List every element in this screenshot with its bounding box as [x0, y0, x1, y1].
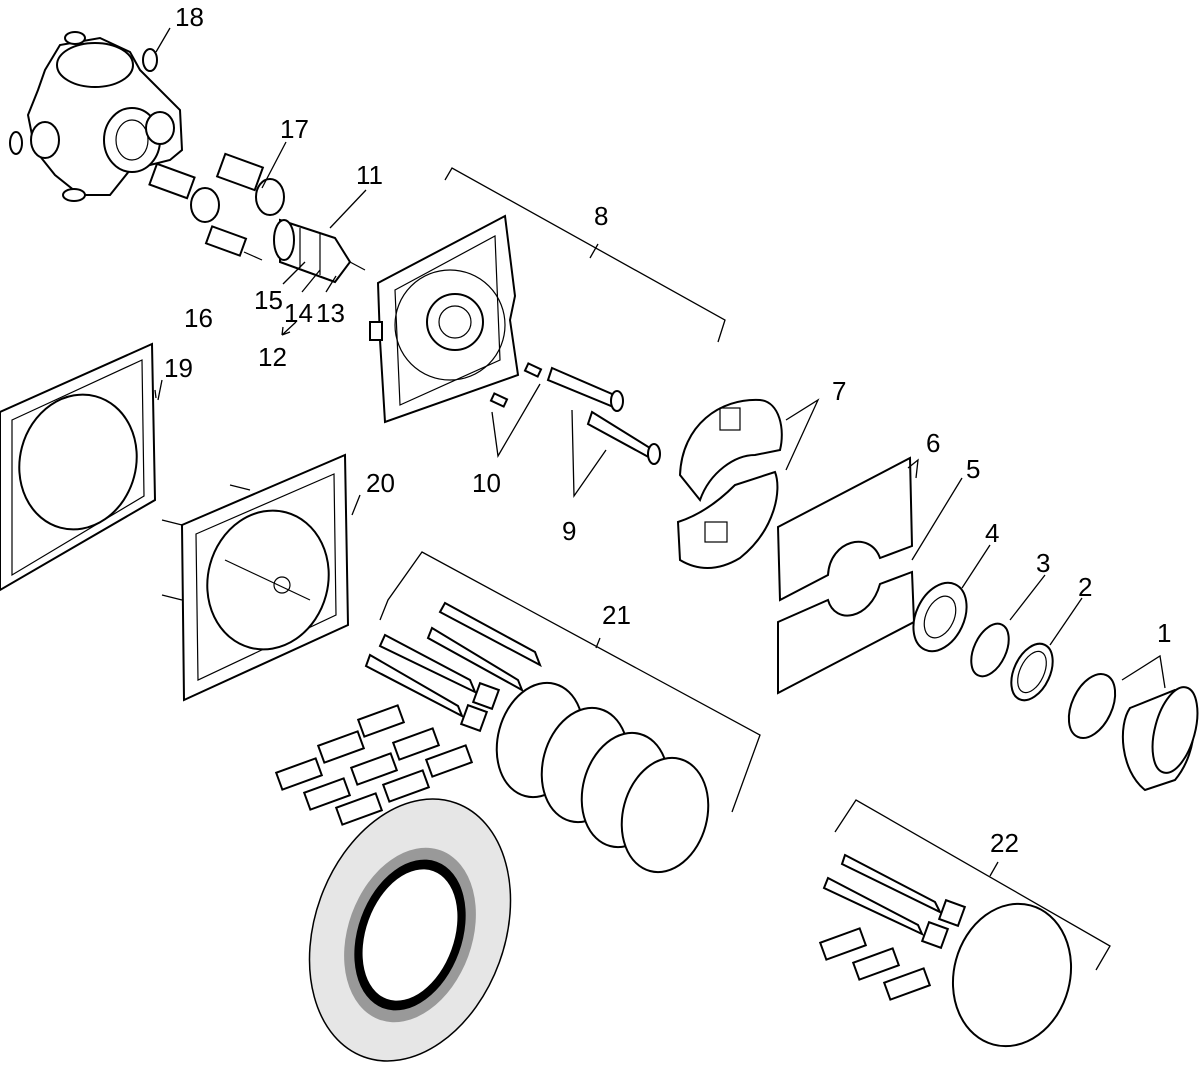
part-2-clip-ring: [1010, 642, 1054, 702]
leader-lines: [154, 27, 1166, 971]
part-1-handle-knob: [1067, 673, 1199, 792]
label-22: 22: [990, 828, 1019, 858]
part-9-bolts: [546, 366, 661, 465]
part-4-rosette-ring: [912, 581, 968, 653]
label-3: 3: [1036, 548, 1051, 578]
gasket-seal: [308, 798, 512, 1062]
label-6: 6: [926, 428, 941, 458]
part-18-valve-body: [9, 31, 184, 202]
label-14: 14: [284, 298, 313, 328]
label-11: 11: [356, 160, 383, 190]
part-16-small-cartridge: [204, 225, 263, 261]
part-21-clips: [274, 704, 474, 826]
part-11-thermostat-cartridge: [273, 218, 366, 284]
label-4: 4: [985, 518, 1000, 548]
label-2: 2: [1078, 572, 1093, 602]
label-1: 1: [1157, 618, 1172, 648]
part-10-screws: [489, 362, 543, 408]
label-12: 12: [258, 342, 287, 372]
label-18: 18: [175, 2, 204, 32]
part-3-o-ring: [970, 622, 1010, 678]
label-17: 17: [280, 114, 309, 144]
label-8: 8: [594, 201, 609, 231]
part-19-square-frame: [0, 342, 157, 592]
label-15: 15: [254, 285, 283, 315]
label-21: 21: [602, 600, 631, 630]
part-17-cartridges: [148, 152, 285, 223]
label-13: 13: [316, 298, 345, 328]
label-9: 9: [562, 516, 577, 546]
label-7: 7: [832, 376, 847, 406]
part-20-frame-with-pins: [161, 453, 350, 702]
part-8-mounting-plate: [369, 214, 520, 424]
label-10: 10: [472, 468, 501, 498]
label-5: 5: [966, 454, 981, 484]
part-7-half-shells: [676, 398, 783, 570]
part-6-cover-plates: [776, 456, 916, 695]
label-16: 16: [184, 303, 213, 333]
part-22-extension-set: [818, 853, 1073, 1048]
label-19: 19: [164, 353, 193, 383]
part-21-extension-set: [274, 601, 710, 874]
label-20: 20: [366, 468, 395, 498]
